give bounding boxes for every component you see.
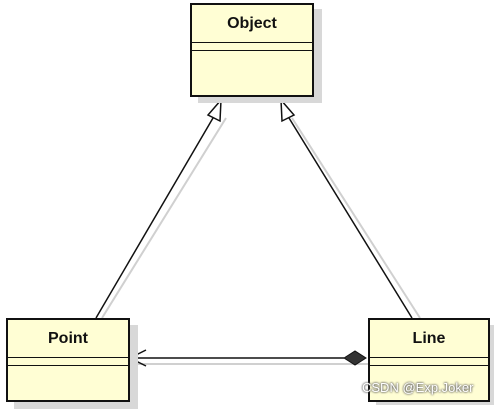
line-class-attributes bbox=[370, 358, 488, 366]
object-class[interactable]: Object bbox=[190, 3, 314, 97]
generalization-line-object bbox=[280, 97, 413, 319]
point-class-name: Point bbox=[8, 320, 128, 358]
point-class[interactable]: Point bbox=[6, 318, 130, 402]
object-class-name: Object bbox=[192, 5, 312, 43]
line-class[interactable]: Line bbox=[368, 318, 490, 402]
object-class-operations bbox=[192, 51, 312, 95]
generalization-point-object bbox=[95, 97, 222, 319]
watermark-text: CSDN @Exp.Joker bbox=[362, 380, 474, 395]
object-class-attributes bbox=[192, 43, 312, 51]
generalization-arrowhead-line bbox=[280, 97, 296, 123]
composition-diamond bbox=[343, 350, 367, 366]
line-class-name: Line bbox=[370, 320, 488, 358]
point-class-attributes bbox=[8, 358, 128, 366]
generalization-arrowhead-point bbox=[206, 97, 222, 123]
point-class-operations bbox=[8, 366, 128, 400]
